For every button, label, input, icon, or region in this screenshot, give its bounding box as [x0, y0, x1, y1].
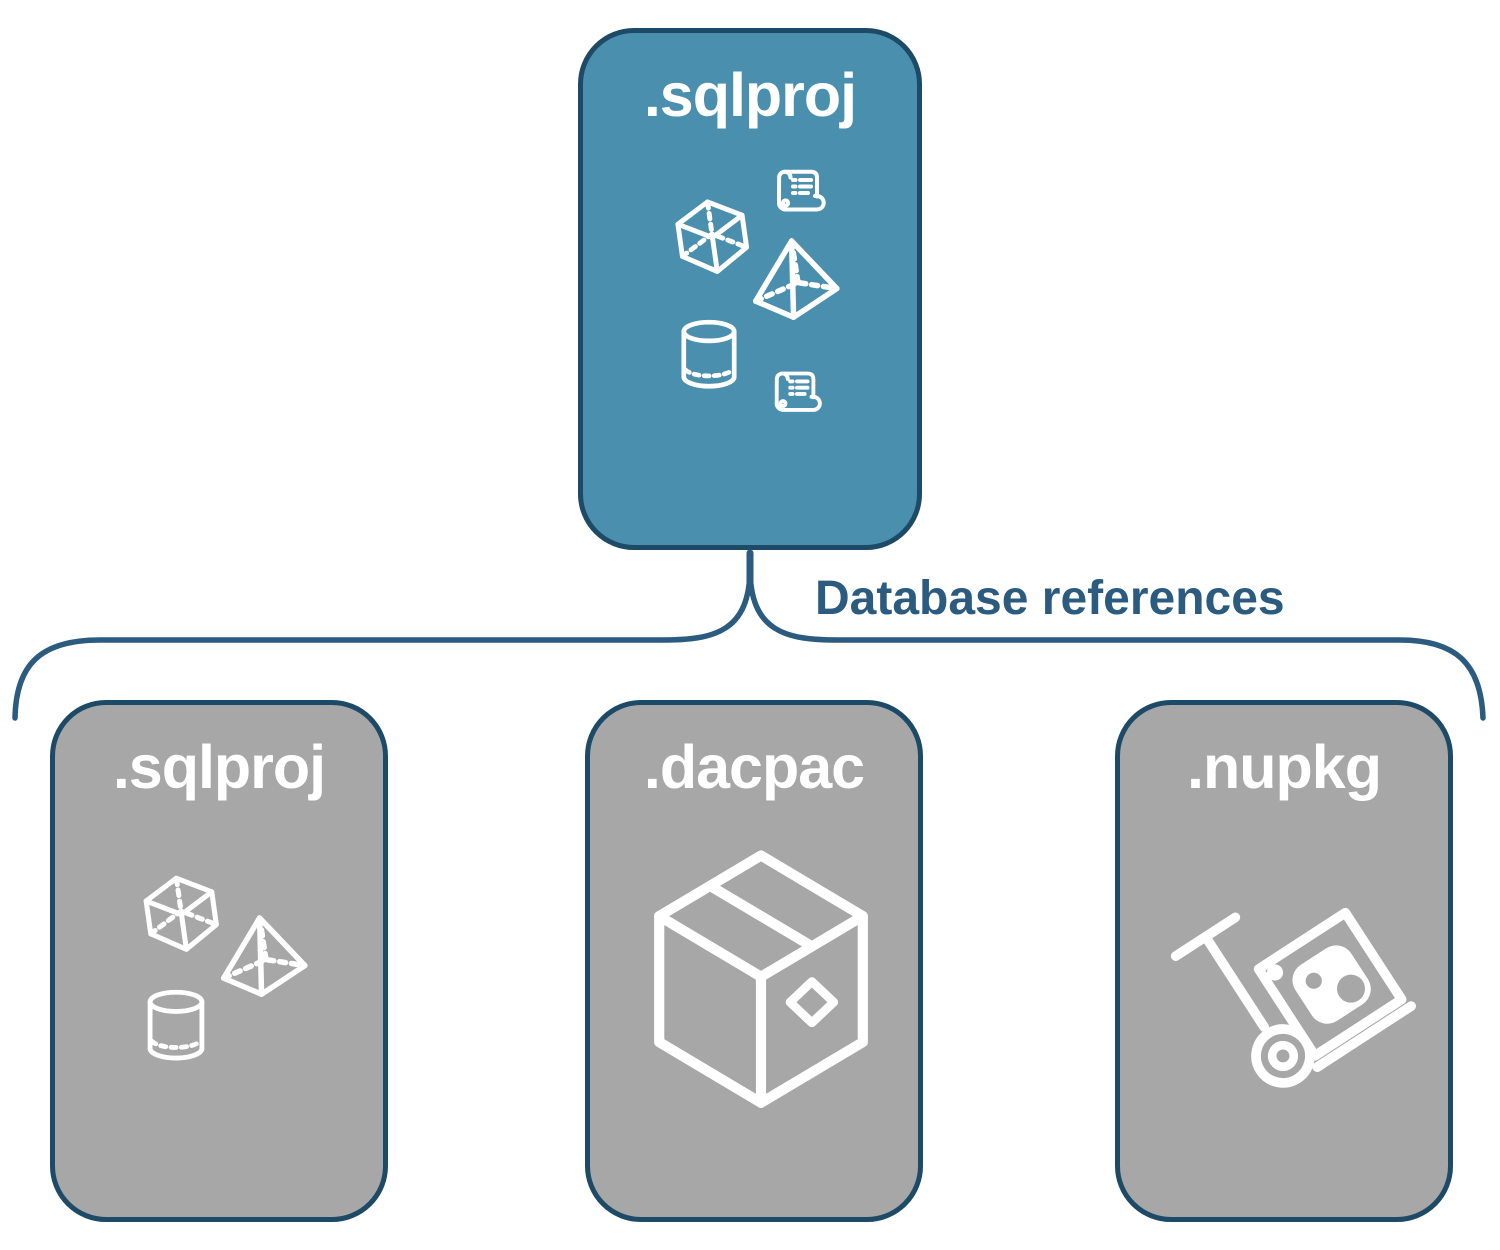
node-sqlproj-child-label: .sqlproj [112, 733, 326, 801]
node-dacpac: .dacpac [585, 700, 923, 1222]
node-nupkg-label: .nupkg [1187, 733, 1382, 801]
cylinder-icon [673, 315, 745, 397]
node-dacpac-label: .dacpac [643, 733, 865, 801]
pyramid-icon [202, 905, 322, 1016]
scroll-icon [769, 163, 829, 221]
nuget-hand-truck-icon [1156, 851, 1436, 1131]
cube-icon [661, 183, 763, 285]
cylinder-icon [139, 985, 213, 1069]
node-sqlproj-top-label: .sqlproj [643, 61, 857, 129]
node-nupkg: .nupkg [1115, 700, 1453, 1222]
connector-label: Database references [815, 572, 1285, 625]
pyramid-icon [734, 228, 854, 339]
node-sqlproj-child: .sqlproj [50, 700, 388, 1222]
node-sqlproj-top: .sqlproj [578, 28, 922, 550]
scroll-icon [767, 365, 825, 421]
cube-icon [129, 859, 233, 963]
package-box-icon [638, 841, 884, 1127]
